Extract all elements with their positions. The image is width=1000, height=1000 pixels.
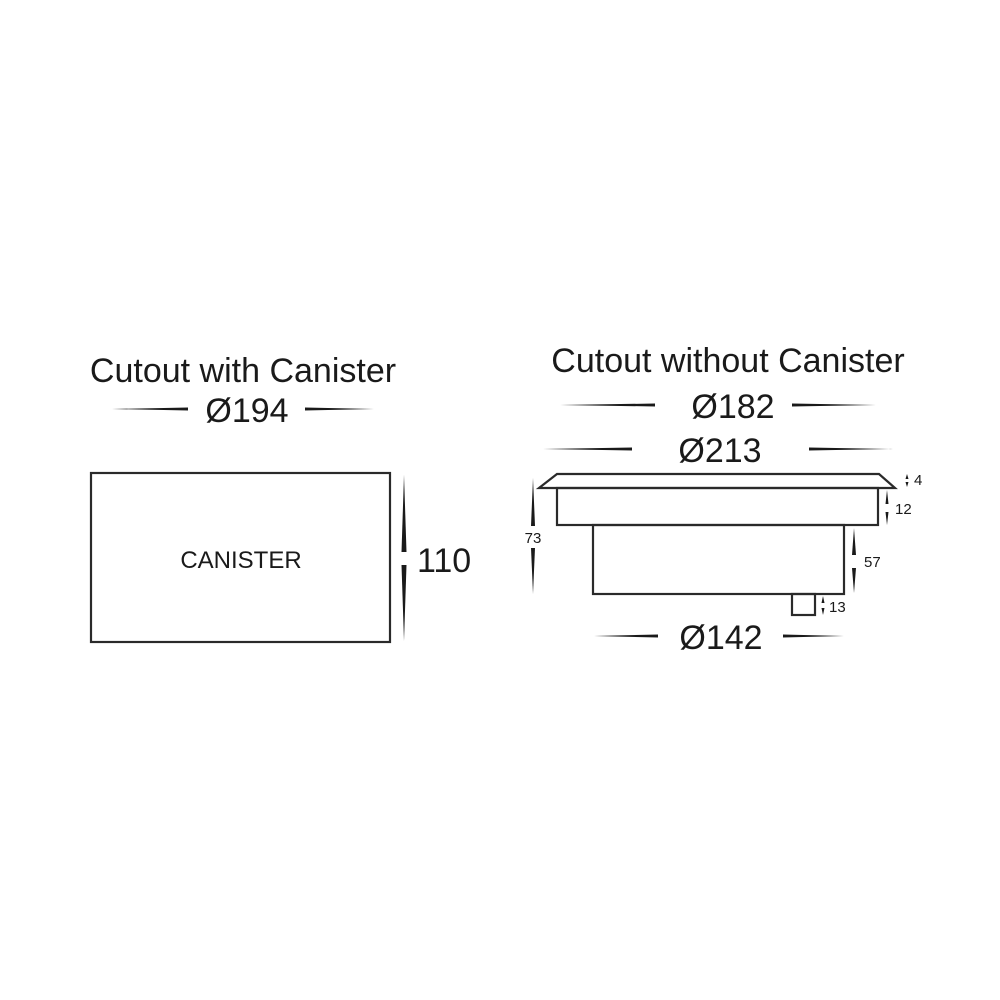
left-height-dimension: 110 — [401, 475, 471, 641]
arrow-bottom — [852, 568, 856, 593]
left-height-label: 110 — [417, 542, 471, 580]
flange-diameter-dimension: Ø213 — [543, 432, 893, 470]
arrow-bottom — [821, 608, 825, 615]
cutout-diameter-label: Ø182 — [691, 388, 774, 426]
right-view-cutout-without-canister: Cutout without Canister Ø182 Ø213 73 — [525, 342, 923, 657]
arrow-bottom — [885, 512, 889, 525]
arrow-top — [821, 596, 825, 603]
right-view-title: Cutout without Canister — [551, 342, 904, 380]
lower-body-outline — [591, 523, 846, 596]
canister-outline — [89, 471, 392, 644]
dimension-line-right — [783, 634, 844, 638]
dimension-line-left — [112, 407, 188, 411]
gland-height-dimension: 13 — [821, 596, 846, 616]
dimension-line-right — [792, 403, 876, 407]
gland-height-label: 13 — [829, 599, 846, 616]
canister-label: CANISTER — [180, 547, 301, 574]
total-height-dimension: 73 — [525, 478, 542, 594]
upper-body-outline — [555, 486, 880, 527]
dimension-line-left — [543, 447, 632, 451]
flange-outline — [535, 472, 898, 490]
flange-thickness-label: 4 — [914, 472, 922, 489]
height-arrow-bottom — [531, 548, 535, 594]
lower-body-height-dimension: 57 — [852, 528, 881, 593]
body-diameter-label: Ø142 — [679, 619, 762, 657]
height-arrow-bottom — [401, 565, 407, 641]
arrow-top — [852, 528, 856, 555]
cable-gland-outline — [790, 592, 817, 617]
height-arrow-top — [531, 478, 535, 526]
lower-body-height-label: 57 — [864, 554, 881, 571]
dimension-line-left — [594, 634, 658, 638]
left-diameter-label: Ø194 — [205, 392, 288, 430]
flange-diameter-label: Ø213 — [678, 432, 761, 470]
left-diameter-dimension: Ø194 — [112, 392, 374, 430]
flange-thickness-dimension: 4 — [905, 472, 922, 489]
arrow-top — [905, 474, 909, 479]
dimension-line-left — [560, 403, 655, 407]
dimension-line-right — [809, 447, 893, 451]
arrow-bottom — [905, 482, 909, 487]
upper-body-height-dimension: 12 — [885, 490, 912, 525]
height-arrow-top — [401, 475, 407, 552]
arrow-top — [885, 490, 889, 504]
upper-body-height-label: 12 — [895, 501, 912, 518]
left-view-cutout-with-canister: Cutout with Canister Ø194 CANISTER 110 — [89, 352, 471, 644]
dimension-line-right — [305, 407, 374, 411]
left-view-title: Cutout with Canister — [90, 352, 396, 390]
body-diameter-dimension: Ø142 — [594, 619, 844, 657]
total-height-label: 73 — [525, 530, 542, 547]
cutout-diameter-dimension: Ø182 — [560, 388, 876, 426]
